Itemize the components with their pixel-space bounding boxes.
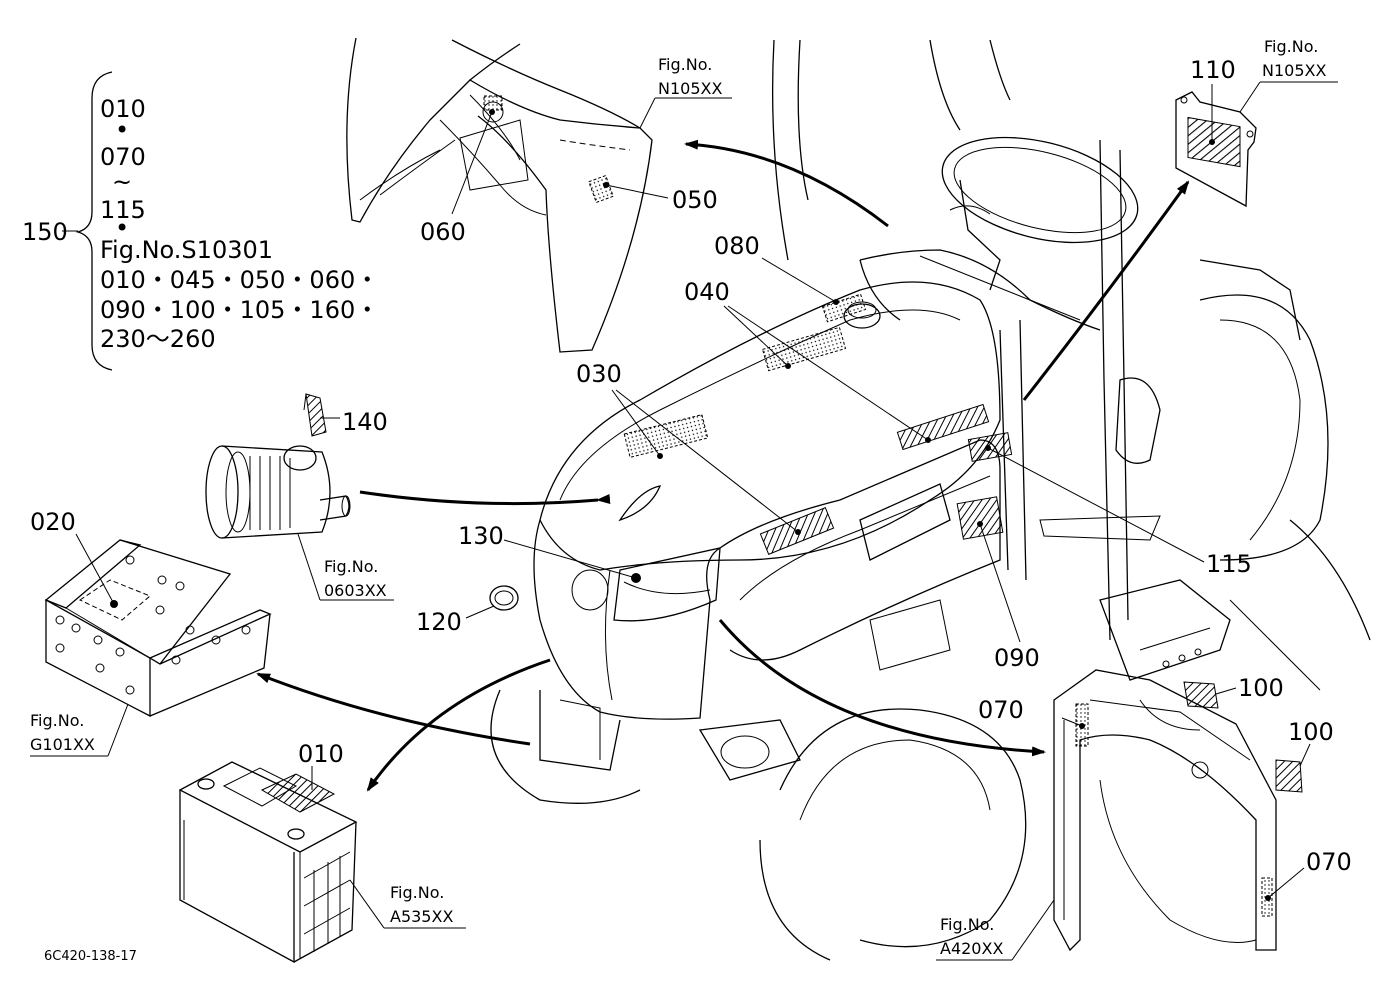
reference-arrows [256, 139, 1190, 792]
bracket-line-2: • [115, 116, 129, 144]
tractor-body [490, 39, 1371, 961]
air-filter-detail: 140 Fig.No. 0603XX [205, 393, 394, 601]
bracket-line-1: 010 [100, 95, 146, 123]
fig-ref-battery-label: Fig.No. [390, 883, 444, 902]
bracket-line-10: 230～260 [100, 325, 216, 353]
fig-ref-top-code: N105XX [658, 79, 722, 98]
fig-ref-top-right-label: Fig.No. [1264, 37, 1318, 56]
fig-ref-frame-code: G101XX [30, 735, 95, 754]
callout-030: 030 [576, 360, 622, 388]
callout-070-a: 070 [978, 696, 1024, 724]
callout-120: 120 [416, 608, 462, 636]
callout-010: 010 [298, 740, 344, 768]
bracket-list: 150 010 • 070 ~ 115 • Fig.No.S10301 010・… [22, 71, 379, 371]
callout-050: 050 [672, 186, 718, 214]
fig-ref-top-right-code: N105XX [1262, 61, 1326, 80]
drawing-reference: 6C420-138-17 [44, 949, 137, 964]
fig-ref-air-filter-code: 0603XX [324, 581, 387, 600]
fender-detail: 050 060 Fig.No. N105XX [346, 37, 732, 353]
main-callouts: 030 040 080 130 120 115 090 [416, 232, 1252, 672]
callout-080: 080 [714, 232, 760, 260]
bracket-110-detail: 110 Fig.No. N105XX [1175, 37, 1338, 208]
callout-060: 060 [420, 218, 466, 246]
bracket-line-6: • [115, 214, 129, 242]
bracket-line-8: 010・045・050・060・ [100, 266, 379, 294]
callout-040: 040 [684, 278, 730, 306]
battery-detail: 010 Fig.No. A535XX [178, 740, 466, 964]
callout-130: 130 [458, 522, 504, 550]
callout-100-b: 100 [1288, 718, 1334, 746]
callout-020: 020 [30, 508, 76, 536]
bracket-line-5: 115 [100, 196, 146, 224]
panel-detail: 070 070 100 100 Fig.No. A420XX [936, 669, 1352, 961]
callout-070-b: 070 [1306, 848, 1352, 876]
bracket-line-3: 070 [100, 143, 146, 171]
callout-150: 150 [22, 218, 68, 246]
callout-100-a: 100 [1238, 674, 1284, 702]
fig-ref-air-filter-label: Fig.No. [324, 557, 378, 576]
callout-090: 090 [994, 644, 1040, 672]
fig-ref-frame-label: Fig.No. [30, 711, 84, 730]
frame-detail: 020 Fig.No. G101XX [30, 508, 272, 757]
bracket-line-9: 090・100・105・160・ [100, 296, 379, 324]
fig-ref-top-label: Fig.No. [658, 55, 712, 74]
bracket-line-7: Fig.No.S10301 [100, 236, 273, 264]
callout-110: 110 [1190, 56, 1236, 84]
bracket-line-4: ~ [112, 168, 132, 196]
callout-140: 140 [342, 408, 388, 436]
fig-ref-battery-code: A535XX [390, 907, 453, 926]
callout-115: 115 [1206, 550, 1252, 578]
fig-ref-panel-code: A420XX [940, 939, 1003, 958]
fig-ref-panel-label: Fig.No. [940, 915, 994, 934]
